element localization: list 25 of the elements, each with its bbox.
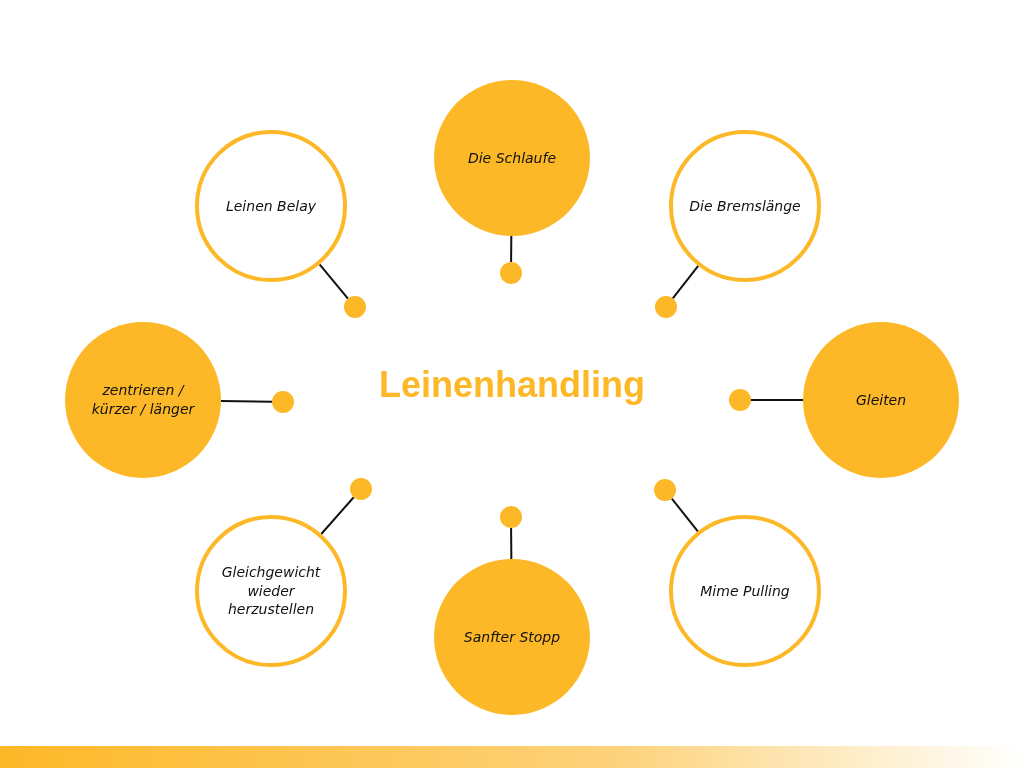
- dot-marker: [350, 478, 372, 500]
- dot-marker: [344, 296, 366, 318]
- node-label: Gleichgewicht wieder herzustellen: [220, 562, 322, 620]
- node-label: zentrieren / kürzer / länger: [90, 381, 196, 419]
- node-label: Mime Pulling: [700, 581, 790, 601]
- node-label: Sanfter Stopp: [463, 627, 561, 647]
- connector-line: [318, 263, 349, 300]
- connector-line: [510, 527, 513, 560]
- dot-marker: [654, 479, 676, 501]
- connector-line: [510, 235, 513, 263]
- connector-line: [320, 496, 355, 535]
- dot-marker: [500, 506, 522, 528]
- connector-line: [220, 400, 273, 403]
- node-label: Die Bremslänge: [689, 196, 801, 216]
- dot-marker: [272, 391, 294, 413]
- diagram-title: Leinenhandling: [378, 364, 646, 406]
- connector-line: [670, 497, 699, 533]
- node-label: Gleiten: [855, 390, 907, 410]
- dot-marker: [500, 262, 522, 284]
- node-label: Die Schlaufe: [467, 148, 557, 168]
- connector-line: [750, 399, 804, 401]
- connector-line: [671, 264, 700, 300]
- dot-marker: [729, 389, 751, 411]
- dot-marker: [655, 296, 677, 318]
- node-label: Leinen Belay: [225, 196, 317, 216]
